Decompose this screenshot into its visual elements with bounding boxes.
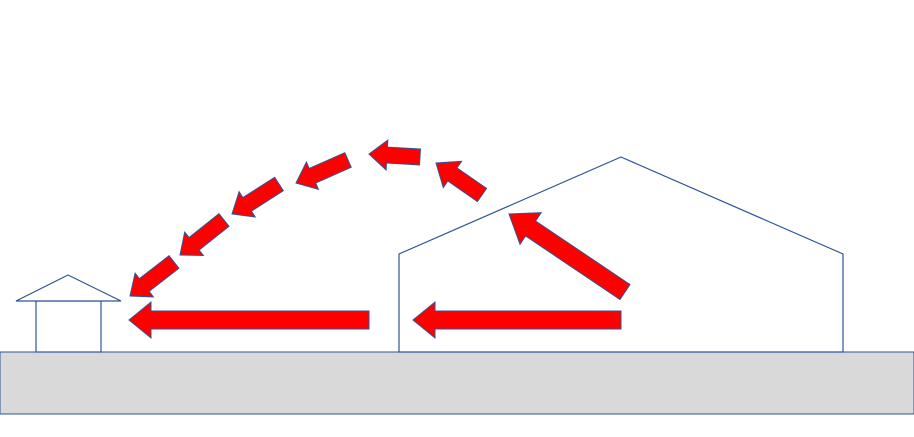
- arrow-up-diagonal-icon: [508, 212, 631, 301]
- ground: [0, 351, 914, 415]
- arrow-arc-4-icon: [231, 176, 284, 218]
- arrow-arc-1-icon: [435, 160, 488, 203]
- arrow-arc-3-icon: [295, 152, 352, 191]
- small-house-icon: [15, 274, 122, 353]
- arrow-arc-2-icon: [368, 139, 422, 172]
- arrows-group: [128, 139, 631, 340]
- small-house-body: [35, 300, 102, 353]
- arrow-left-lower-right-icon: [412, 300, 622, 340]
- arrow-arc-6-icon: [129, 254, 180, 298]
- arrow-arc-5-icon: [179, 212, 230, 257]
- arrow-left-lower-left-icon: [128, 300, 370, 340]
- large-building-icon: [398, 156, 844, 353]
- small-house-roof: [15, 274, 122, 302]
